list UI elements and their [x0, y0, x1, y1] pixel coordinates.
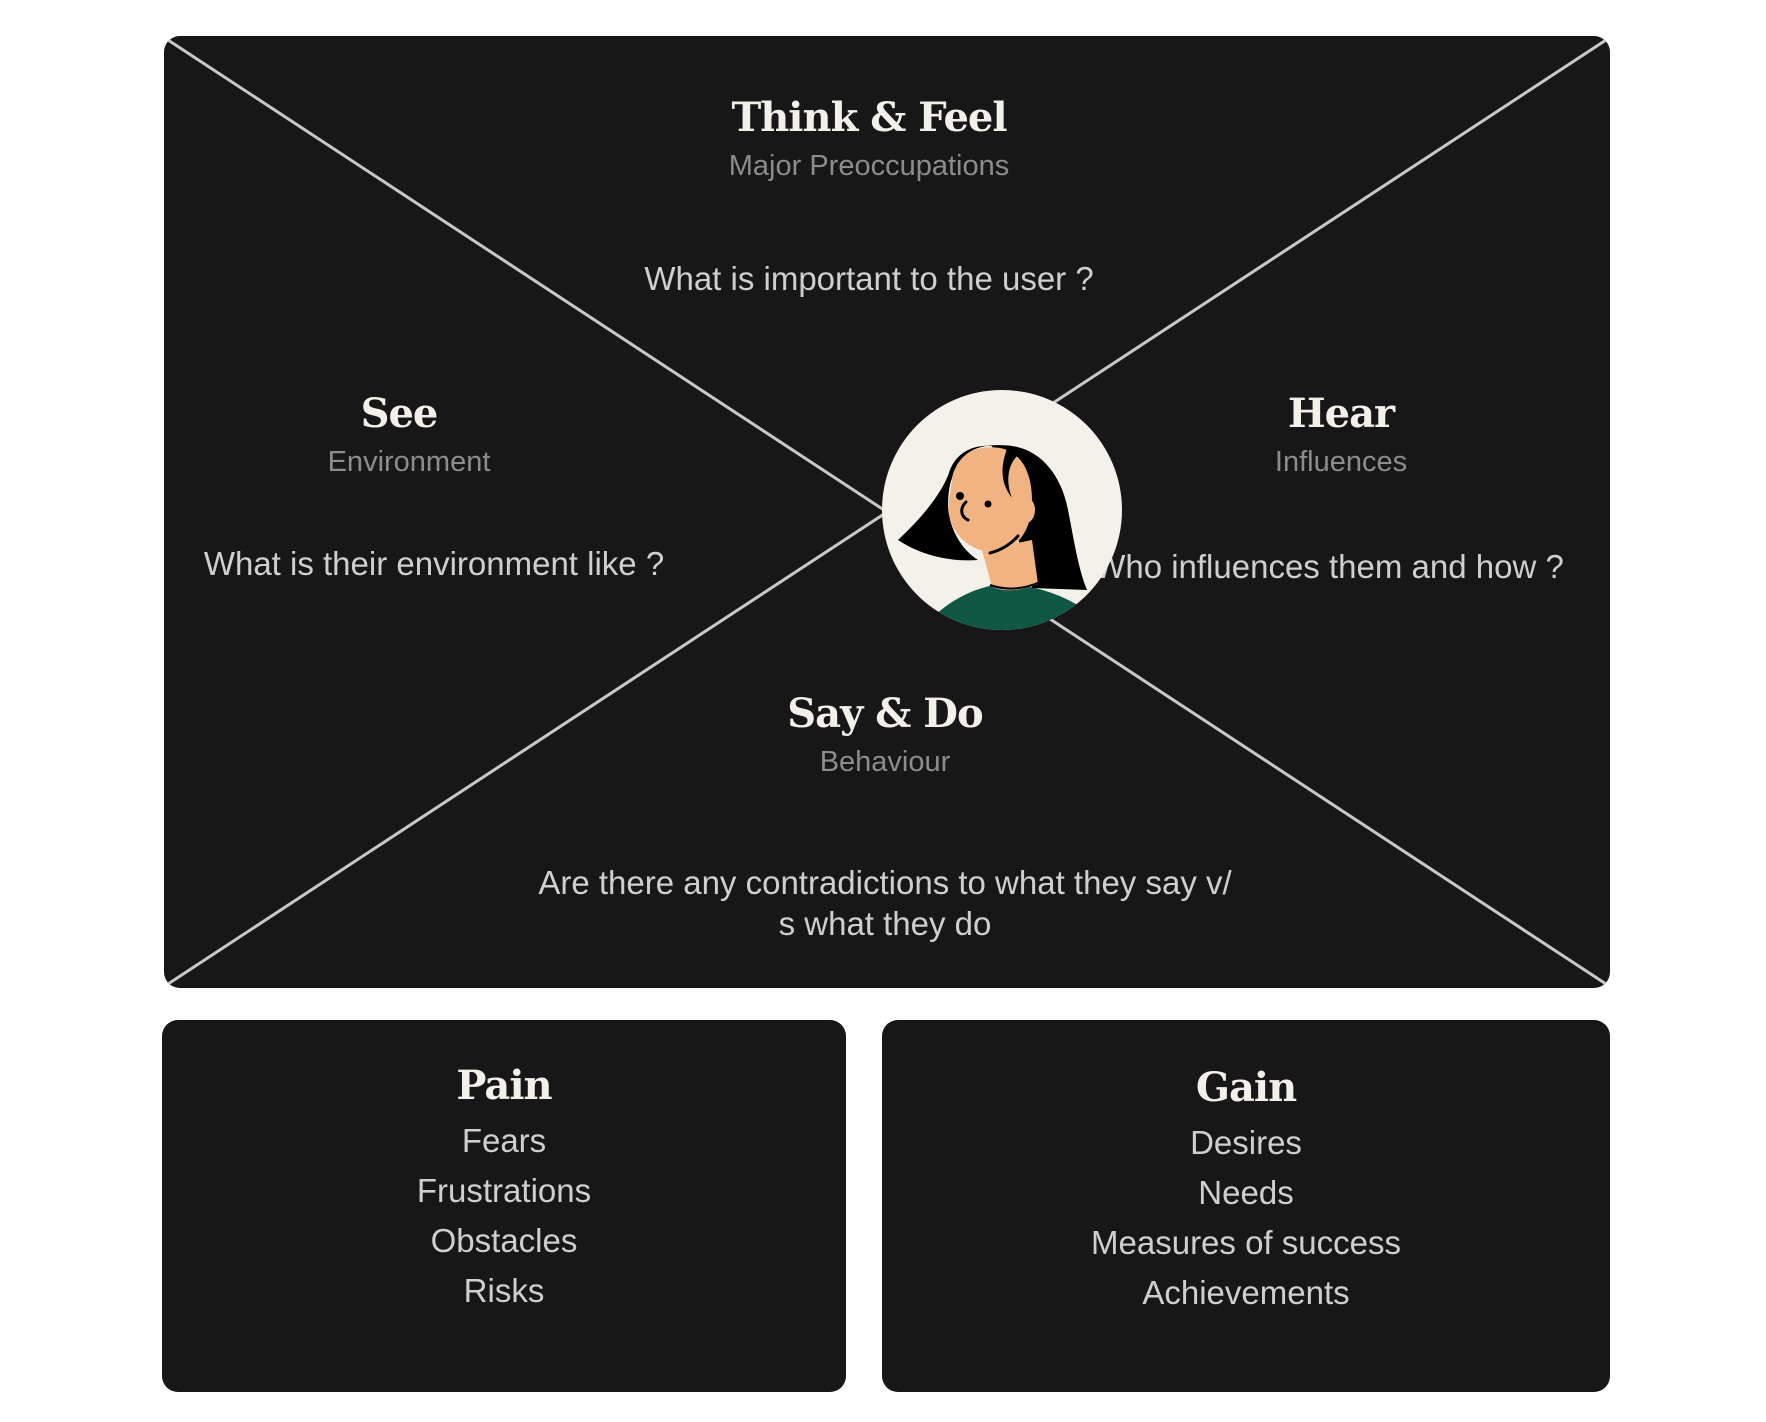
- think-feel-subtitle: Major Preoccupations: [728, 150, 1010, 182]
- hear-section: Hear Influences: [1191, 390, 1491, 480]
- think-feel-title: Think & Feel: [731, 94, 1007, 141]
- pain-item: Obstacles: [430, 1222, 578, 1259]
- gain-title: Gain: [1195, 1064, 1297, 1111]
- gain-item: Needs: [1198, 1174, 1294, 1211]
- say-do-subtitle: Behaviour: [819, 746, 951, 778]
- say-do-question-line-2: s what they do: [778, 905, 992, 942]
- say-do-title: Say & Do: [787, 690, 983, 737]
- pain-title: Pain: [456, 1062, 552, 1109]
- see-title: See: [360, 390, 439, 437]
- think-feel-question: What is important to the user ?: [644, 260, 1094, 297]
- think-feel-section: Think & Feel Major Preoccupations: [619, 94, 1119, 184]
- hear-subtitle: Influences: [1274, 446, 1408, 478]
- pain-item: Risks: [463, 1272, 545, 1309]
- say-do-question: Are there any contradictions to what the…: [485, 862, 1285, 944]
- hear-title: Hear: [1287, 390, 1395, 437]
- pain-section: Pain Fears Frustrations Obstacles Risks: [162, 1062, 846, 1316]
- gain-card: Gain Desires Needs Measures of success A…: [882, 1020, 1610, 1392]
- pain-item: Fears: [461, 1122, 547, 1159]
- say-do-section: Say & Do Behaviour: [735, 690, 1035, 780]
- pain-item: Frustrations: [416, 1172, 592, 1209]
- pain-list: Fears Frustrations Obstacles Risks: [162, 1116, 846, 1316]
- see-subtitle: Environment: [327, 446, 491, 478]
- see-section: See Environment: [259, 390, 559, 480]
- hear-question: Who influences them and how ?: [1094, 548, 1564, 585]
- gain-item: Desires: [1190, 1124, 1302, 1161]
- user-avatar-icon: [882, 390, 1122, 630]
- gain-section: Gain Desires Needs Measures of success A…: [882, 1064, 1610, 1318]
- say-do-question-line-1: Are there any contradictions to what the…: [538, 864, 1232, 901]
- gain-item: Measures of success: [1091, 1224, 1401, 1261]
- gain-item: Achievements: [1142, 1274, 1350, 1311]
- empathy-map-card: Think & Feel Major Preoccupations What i…: [164, 36, 1610, 988]
- pain-card: Pain Fears Frustrations Obstacles Risks: [162, 1020, 846, 1392]
- see-question: What is their environment like ?: [203, 545, 665, 582]
- gain-list: Desires Needs Measures of success Achiev…: [882, 1118, 1610, 1318]
